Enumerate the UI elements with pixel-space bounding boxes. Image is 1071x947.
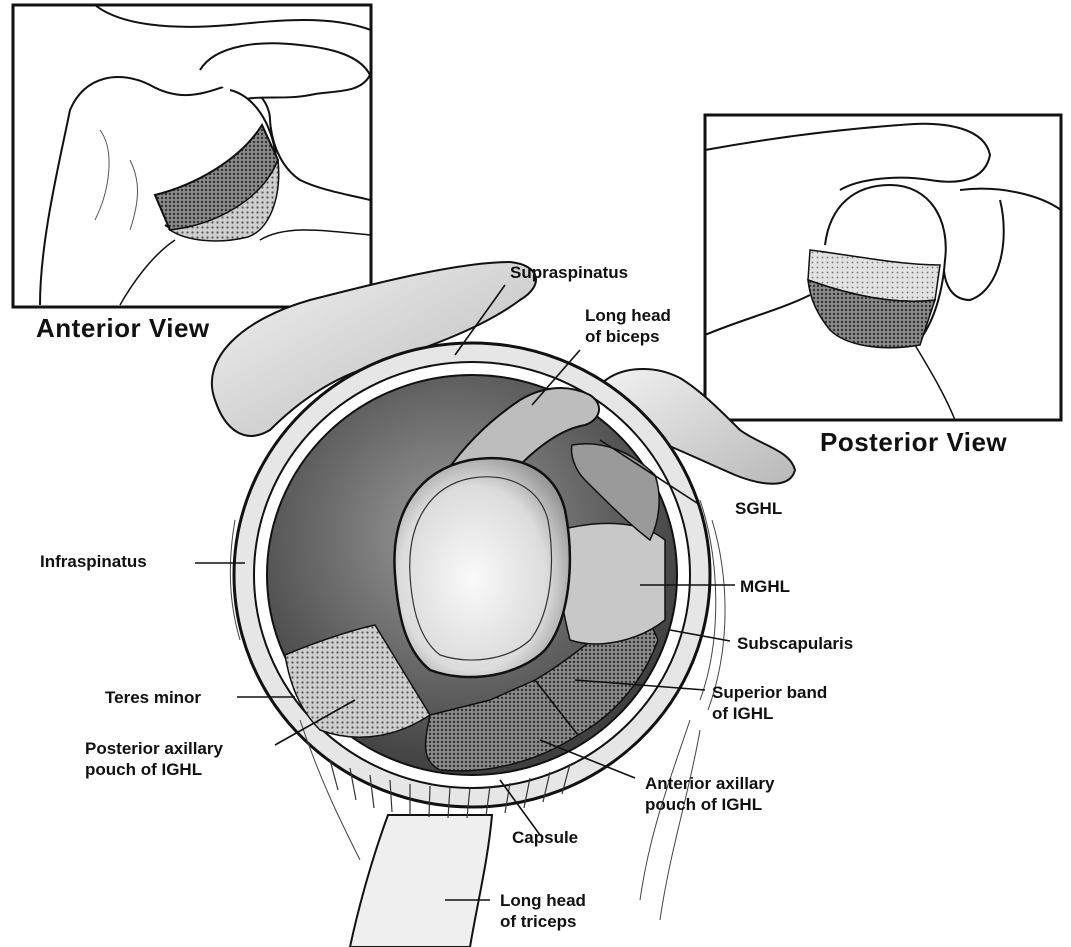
- label-superior-band-ighl: Superior band of IGHL: [712, 682, 827, 724]
- posterior-view-title: Posterior View: [820, 427, 1007, 458]
- label-subscapularis: Subscapularis: [737, 633, 853, 654]
- anterior-view-title: Anterior View: [36, 313, 210, 344]
- label-supraspinatus: Supraspinatus: [510, 262, 628, 283]
- glenoid-surface: [394, 458, 569, 677]
- label-long-head-triceps: Long head of triceps: [500, 890, 586, 932]
- label-long-head-biceps: Long head of biceps: [585, 305, 671, 347]
- label-anterior-axillary-pouch: Anterior axillary pouch of IGHL: [645, 773, 774, 815]
- posterior-view-inset: [705, 115, 1061, 420]
- label-capsule: Capsule: [512, 827, 578, 848]
- label-teres-minor: Teres minor: [105, 687, 201, 708]
- label-posterior-axillary-pouch: Posterior axillary pouch of IGHL: [85, 738, 223, 780]
- mghl-region: [558, 523, 665, 643]
- anterior-view-inset: [13, 5, 371, 307]
- label-sghl: SGHL: [735, 498, 782, 519]
- triceps-shaft-outline: [350, 815, 492, 947]
- label-mghl: MGHL: [740, 576, 790, 597]
- label-infraspinatus: Infraspinatus: [40, 551, 147, 572]
